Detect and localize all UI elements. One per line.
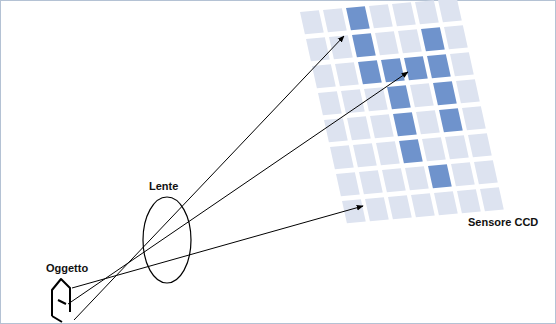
sensor-pixel <box>439 108 463 132</box>
sensor-pixel <box>433 81 457 105</box>
ccd-sensor-grid <box>300 0 504 223</box>
sensor-pixel <box>382 168 406 192</box>
sensor-pixel <box>330 145 354 169</box>
part-label: Sensore CCD <box>468 216 538 229</box>
sensor-pixel <box>324 118 348 142</box>
sensor-pixel <box>347 116 371 140</box>
sensor-pixel <box>312 64 336 88</box>
sensor-pixel <box>392 2 416 26</box>
sensor-pixel <box>318 91 342 115</box>
sensor-pixel <box>405 166 429 190</box>
sensor-pixel <box>480 187 504 211</box>
sensor-pixel <box>370 114 394 138</box>
sensor-pixel <box>381 58 405 82</box>
sensor-pixel <box>365 197 389 221</box>
sensor-pixel <box>422 137 446 161</box>
part-label: Lente <box>149 180 178 193</box>
sensor-pixel <box>457 189 481 213</box>
sensor-pixel <box>375 31 399 55</box>
sensor-pixel <box>428 164 452 188</box>
sensor-pixel <box>462 106 486 130</box>
sensor-pixel <box>411 193 435 217</box>
sensor-pixel <box>387 85 411 109</box>
sensor-pixel <box>393 112 417 136</box>
part-label: Oggetto <box>46 262 88 275</box>
sensor-pixel <box>450 52 474 76</box>
sensor-pixel <box>415 0 439 24</box>
sensor-pixel <box>358 60 382 84</box>
sensor-pixel <box>335 62 359 86</box>
sensor-pixel <box>427 54 451 78</box>
sensor-pixel <box>346 6 370 30</box>
sensor-pixel <box>444 25 468 49</box>
sensor-pixel <box>369 4 393 28</box>
light-rays <box>68 36 408 320</box>
sensor-pixel <box>399 139 423 163</box>
sensor-pixel <box>388 195 412 219</box>
sensor-pixel <box>353 143 377 167</box>
sensor-pixel <box>404 56 428 80</box>
sensor-pixel <box>359 170 383 194</box>
sensor-pixel <box>300 10 324 34</box>
sensor-pixel <box>451 162 475 186</box>
sensor-pixel <box>398 29 422 53</box>
sensor-pixel <box>474 160 498 184</box>
sensor-pixel <box>352 33 376 57</box>
sensor-pixel <box>416 110 440 134</box>
sensor-pixel <box>306 37 330 61</box>
sensor-pixel <box>438 0 462 22</box>
sensor-pixel <box>445 135 469 159</box>
sensor-pixel <box>456 79 480 103</box>
sensor-pixel <box>421 27 445 51</box>
sensor-pixel <box>468 133 492 157</box>
object-figure <box>52 279 70 322</box>
sensor-pixel <box>336 172 360 196</box>
sensor-pixel <box>376 141 400 165</box>
sensor-pixel <box>410 83 434 107</box>
sensor-pixel <box>323 8 347 32</box>
sensor-pixel <box>434 191 458 215</box>
